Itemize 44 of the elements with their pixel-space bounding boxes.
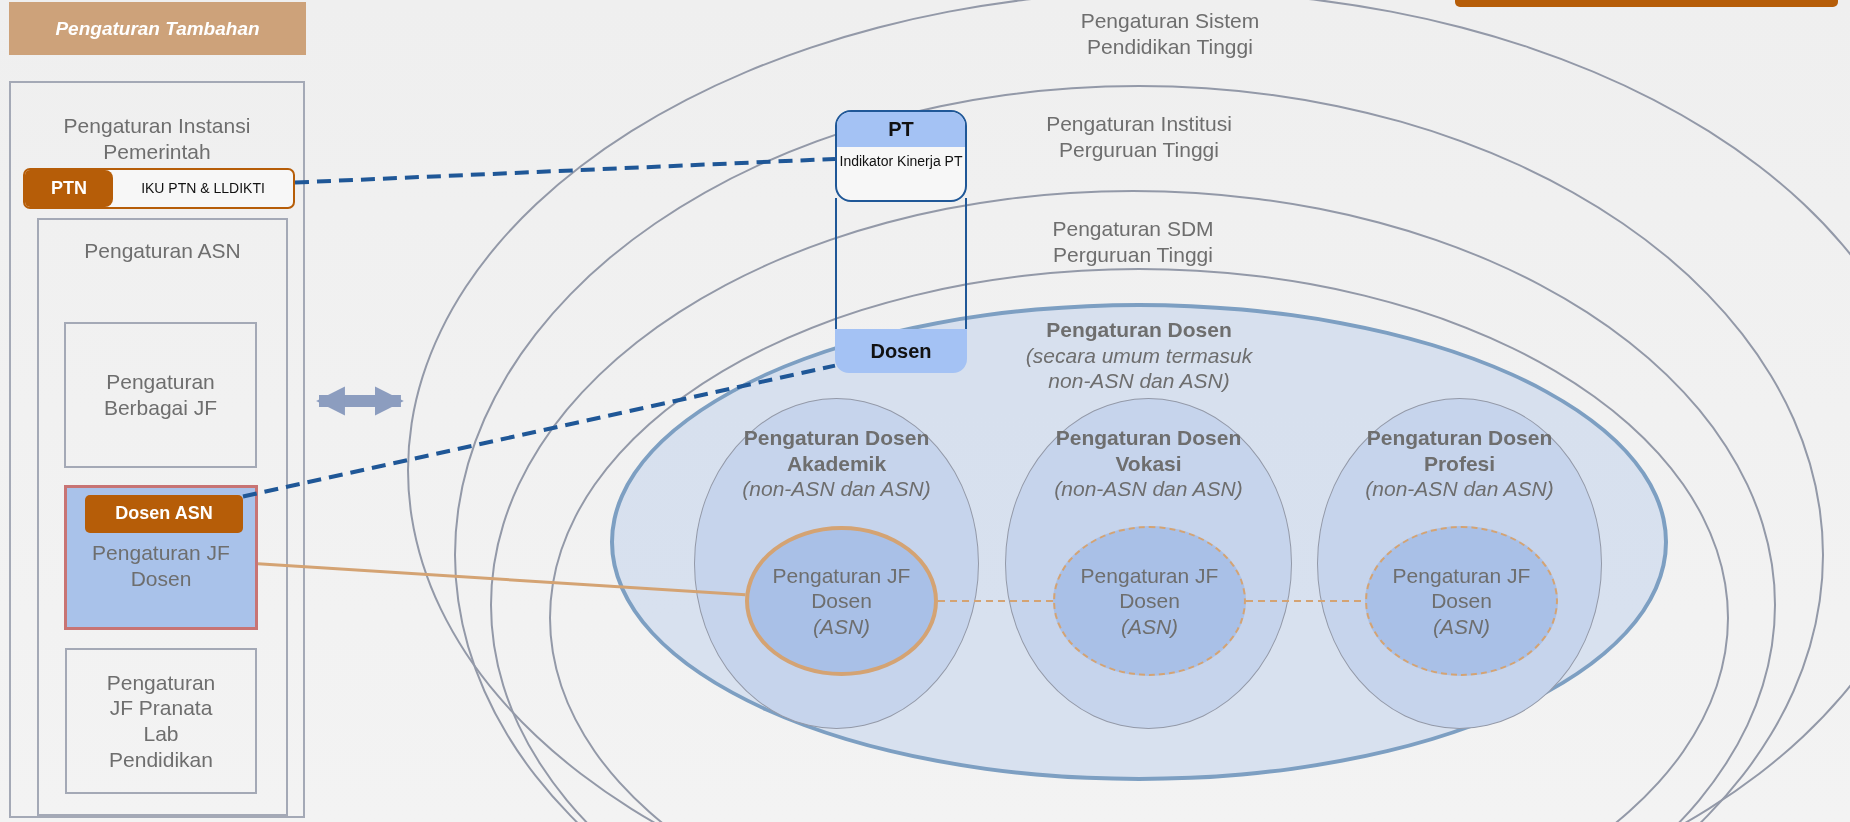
connector-line <box>257 562 746 597</box>
label-text: Pengaturan JF Dosen <box>771 562 912 614</box>
label-text: Pengaturan ASN <box>84 238 241 264</box>
category-box <box>64 322 257 468</box>
label-text: (ASN) <box>1432 613 1491 640</box>
label-text: Pengaturan SDM Perguruan Tinggi <box>1051 216 1215 268</box>
label-text: Pengaturan JF Dosen <box>1079 562 1220 614</box>
label-pill <box>23 168 295 209</box>
tag-badge: PTN <box>25 170 113 207</box>
label-text: Pengaturan Sistem Pendidikan Tinggi <box>1079 8 1261 60</box>
label-text: Indikator Kinerja PT <box>839 153 963 171</box>
category-box <box>65 648 257 794</box>
label-text: Dosen <box>870 338 932 364</box>
label-text: (ASN) <box>812 613 871 640</box>
tag-badge <box>85 495 243 533</box>
header-band: PT <box>837 112 965 148</box>
connector-line <box>242 363 836 499</box>
label-text: (non-ASN dan ASN) <box>1365 476 1554 502</box>
label-text: IKU PTN & LLDIKTI <box>140 178 266 198</box>
label-text: Pengaturan Dosen Profesi <box>1365 425 1554 477</box>
group-frame <box>9 81 305 818</box>
label-text: Pengaturan Dosen <box>1046 317 1232 343</box>
label-text: Pengaturan Institusi Perguruan Tinggi <box>1045 111 1233 163</box>
highlighted-box <box>64 485 258 630</box>
double-arrow <box>316 386 404 416</box>
scope-ellipse <box>549 268 1729 822</box>
section-header <box>9 2 306 55</box>
label-text: Pengaturan JF Pranata Lab Pendidikan <box>105 669 217 773</box>
label-text: Dosen ASN <box>115 503 213 525</box>
label-text: Pengaturan Instansi Pemerintah <box>62 113 252 165</box>
label-text: (non-ASN dan ASN) <box>1054 476 1243 502</box>
connector-line <box>294 156 836 185</box>
group-frame <box>37 218 288 816</box>
label-text: Pengaturan JF Dosen <box>91 540 231 592</box>
label-text: (secara umum termasuk non-ASN dan ASN) <box>1024 342 1254 394</box>
label-text: Pengaturan Berbagai JF <box>102 369 219 421</box>
label-text: Pengaturan Dosen Akademik <box>742 425 931 477</box>
label-text: Pengaturan JF Dosen <box>1391 562 1532 614</box>
label-text: (ASN) <box>1120 613 1179 640</box>
connector-line <box>937 600 1054 602</box>
label-text: Pengaturan Tambahan <box>55 16 260 41</box>
label-text: (non-ASN dan ASN) <box>742 476 931 502</box>
label-text: Pengaturan Dosen Vokasi <box>1054 425 1243 477</box>
scope-ellipse <box>490 190 1776 822</box>
